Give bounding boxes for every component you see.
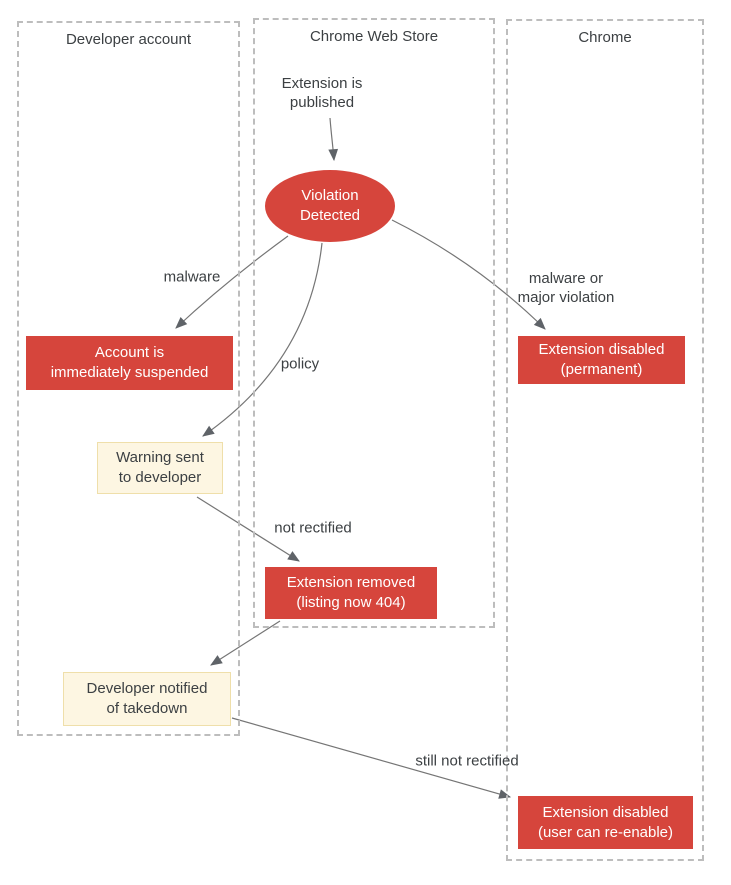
- lane-developer-account-title: Developer account: [65, 31, 192, 48]
- node-extension-removed: Extension removed (listing now 404): [265, 567, 437, 619]
- lane-chrome-web-store-title: Chrome Web Store: [309, 28, 439, 45]
- edge-label-malware-or-major-violation: malware or major violation: [517, 270, 615, 306]
- lane-developer-account: Developer account: [17, 21, 240, 736]
- node-warning-sent: Warning sent to developer: [97, 442, 223, 494]
- edge-label-not-rectified: not rectified: [274, 519, 352, 537]
- lane-chrome: Chrome: [506, 19, 704, 861]
- edge-label-malware: malware: [163, 268, 221, 286]
- node-developer-notified: Developer notified of takedown: [63, 672, 231, 726]
- node-extension-disabled-permanent: Extension disabled (permanent): [518, 336, 685, 384]
- edge-label-policy: policy: [280, 355, 320, 373]
- node-extension-published: Extension is published: [281, 75, 363, 111]
- lane-chrome-web-store: Chrome Web Store: [253, 18, 495, 628]
- node-account-suspended: Account is immediately suspended: [26, 336, 233, 390]
- edge-label-still-not-rectified: still not rectified: [415, 752, 519, 770]
- node-extension-disabled-reenable: Extension disabled (user can re-enable): [518, 796, 693, 849]
- node-violation-detected: Violation Detected: [265, 170, 395, 242]
- lane-chrome-title: Chrome: [578, 29, 632, 46]
